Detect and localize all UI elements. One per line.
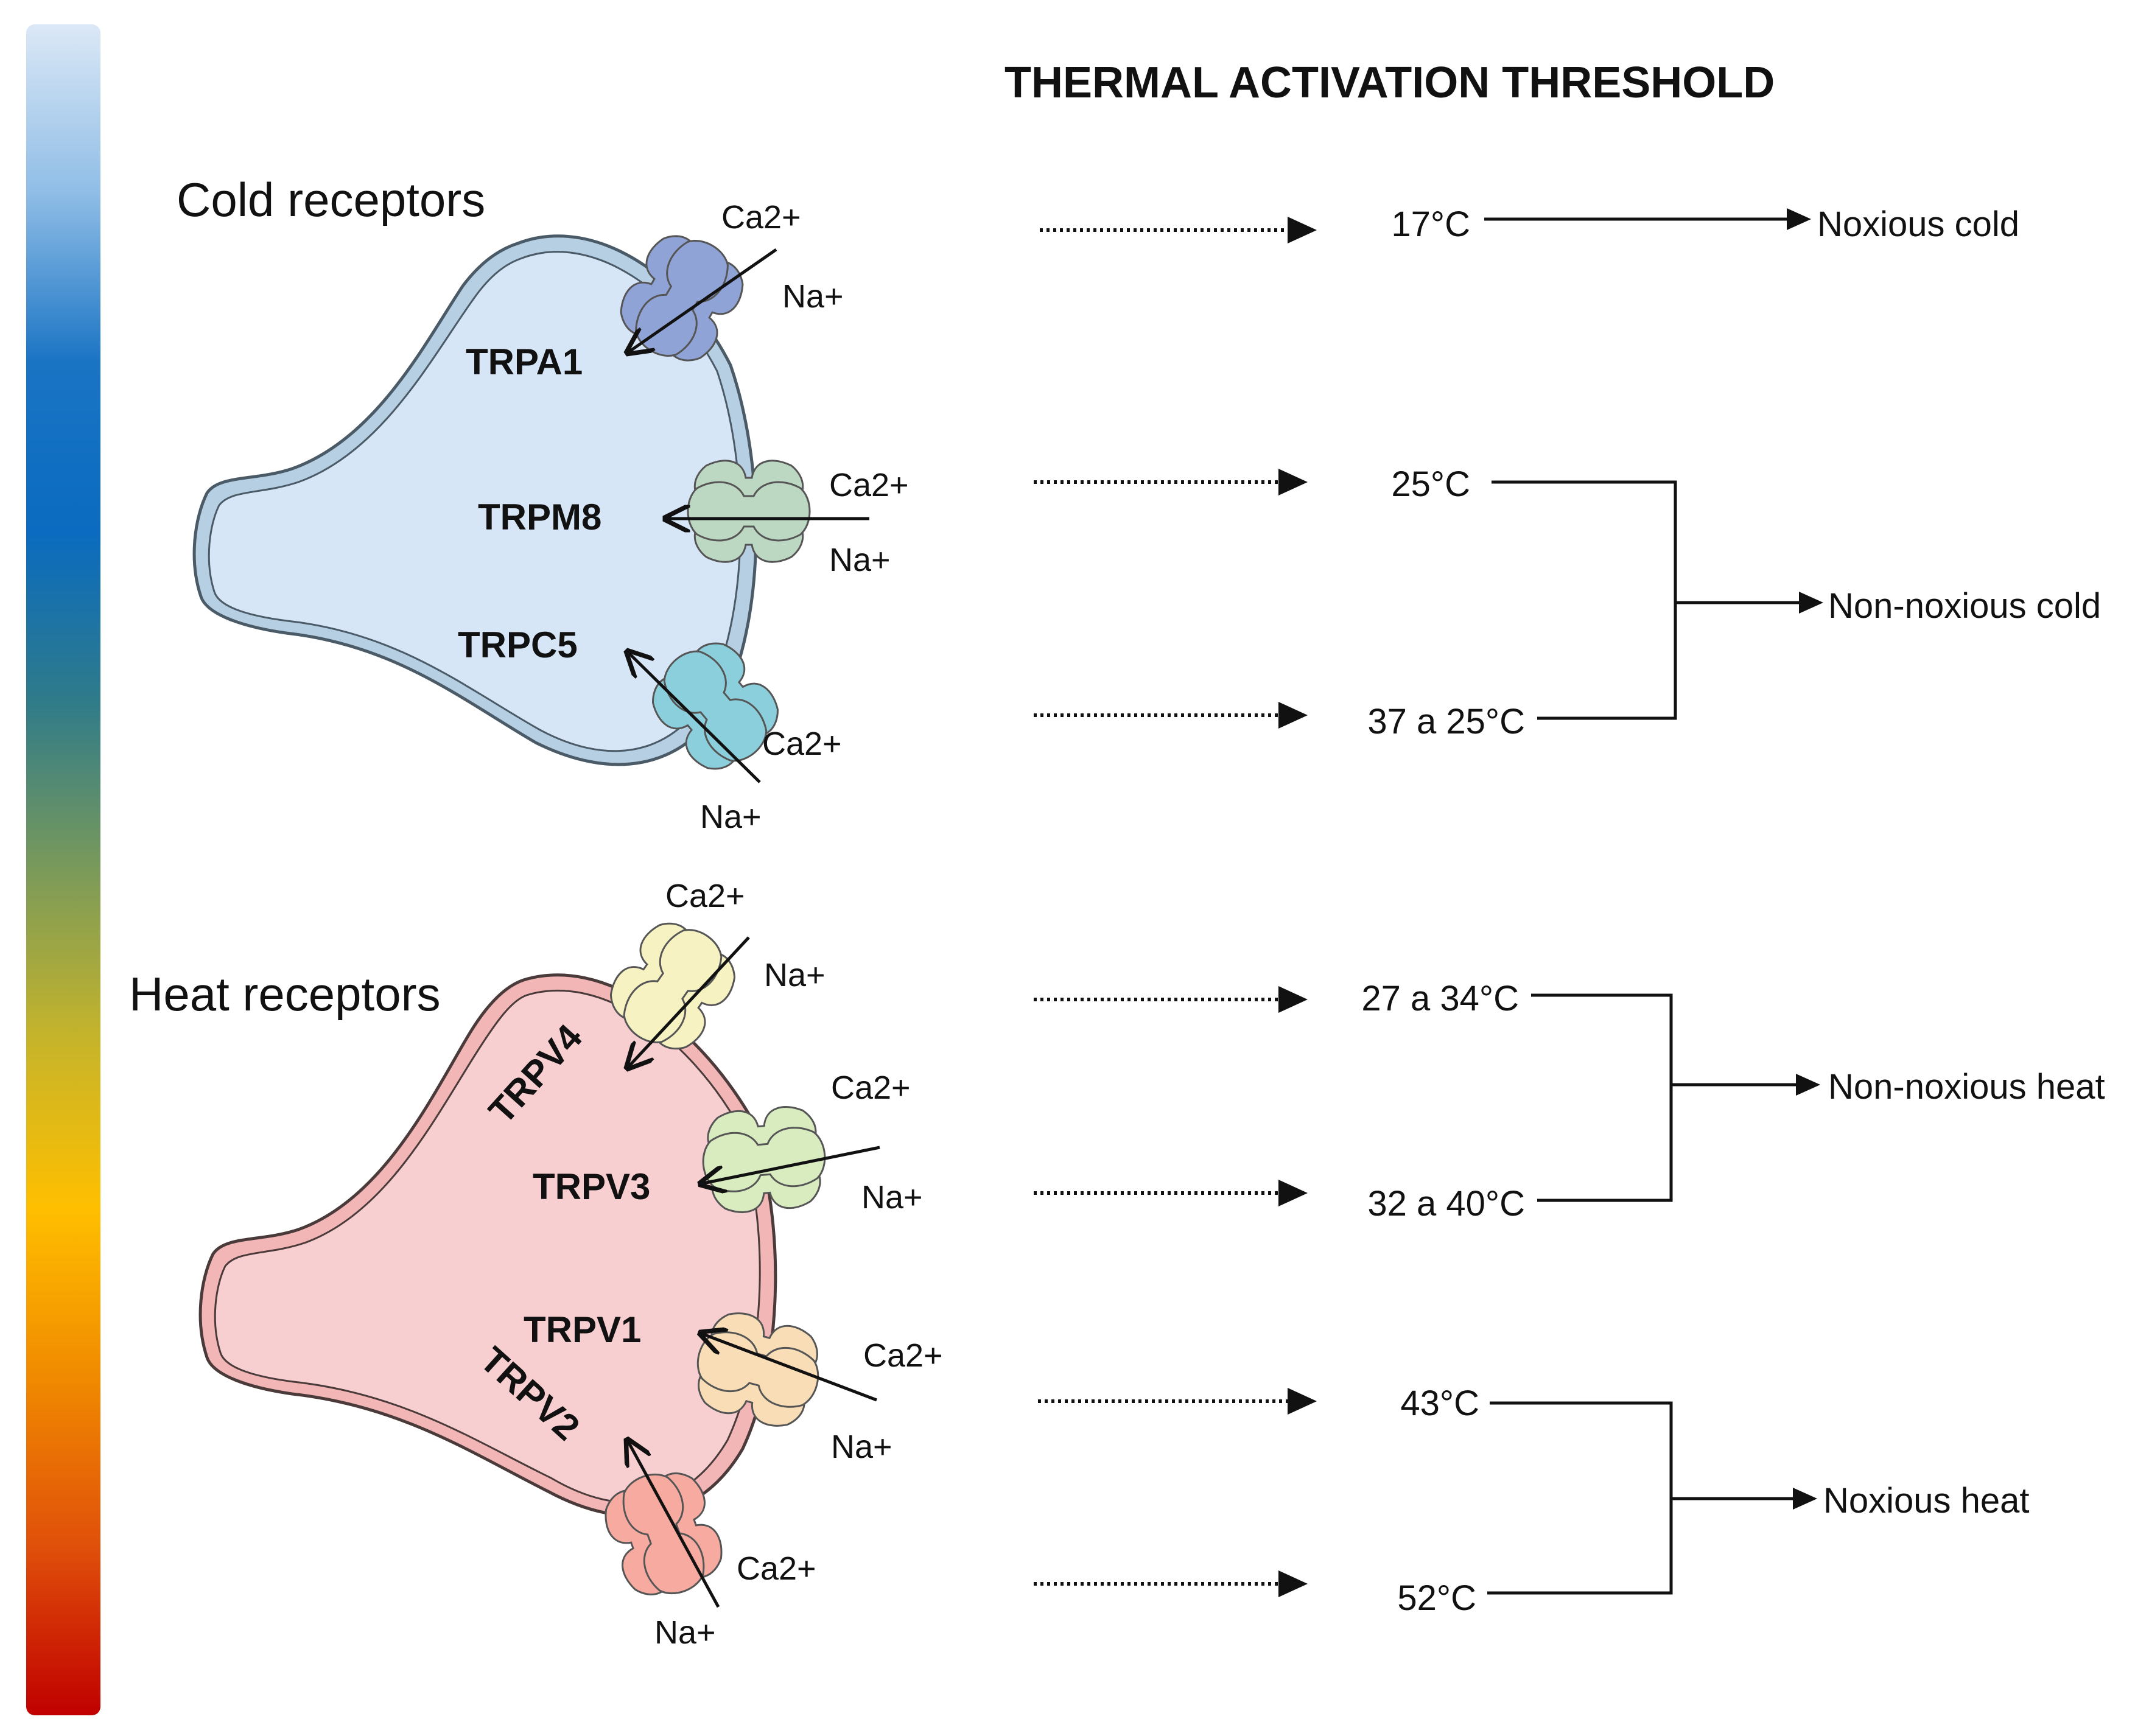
trpc5-ion-bottom: Na+ — [700, 799, 762, 835]
temperature-gradient-bar — [26, 24, 100, 1715]
trpv4-ion-bottom: Na+ — [764, 957, 826, 993]
arrowhead-noxious-heat — [1793, 1488, 1817, 1510]
threshold-trpc5: 37 a 25°C — [1367, 702, 1525, 741]
trpv4-ion-arrow — [627, 936, 750, 1068]
diagram-title: THERMAL ACTIVATION THRESHOLD — [1004, 58, 1775, 107]
trpm8-channel — [687, 460, 811, 563]
category-non-noxious-cold: Non-noxious cold — [1828, 586, 2101, 626]
arrowhead-non-noxious-heat — [1796, 1074, 1820, 1096]
trpc5-ion-top: Ca2+ — [762, 726, 842, 762]
trpa1-ion-bottom: Na+ — [782, 278, 844, 315]
trpc5-ion-arrow — [627, 651, 761, 783]
trpv4-ion-top: Ca2+ — [665, 878, 745, 914]
category-noxious-cold: Noxious cold — [1817, 205, 2019, 244]
dotted-arrow-head — [1278, 1570, 1308, 1597]
dotted-arrows — [1034, 217, 1317, 1597]
cold-receptor-cell — [192, 234, 758, 766]
bracket-noxious-heat — [1487, 1401, 1793, 1595]
arrowhead-noxious-cold — [1787, 208, 1811, 230]
category-non-noxious-heat: Non-noxious heat — [1828, 1067, 2105, 1107]
threshold-trpa1: 17°C — [1391, 205, 1470, 244]
heat-receptors-label: Heat receptors — [129, 967, 441, 1021]
trpv3-label: TRPV3 — [533, 1166, 650, 1207]
trpv1-channel — [696, 1312, 819, 1427]
dotted-arrow-head — [1288, 217, 1317, 243]
cold-receptors-label: Cold receptors — [177, 173, 485, 226]
dotted-arrow-head — [1278, 1180, 1308, 1206]
bracket-connectors — [1484, 208, 1823, 1595]
trpv1-ion-arrow — [700, 1333, 877, 1402]
dotted-arrow-head — [1288, 1388, 1317, 1415]
heat-receptor-cell — [198, 973, 777, 1517]
trpm8-ion-bottom: Na+ — [829, 542, 891, 578]
trpa1-label: TRPA1 — [466, 341, 583, 382]
trpv1-ion-bottom: Na+ — [831, 1429, 892, 1465]
trpm8-ion-top: Ca2+ — [829, 467, 909, 503]
arrowhead-non-noxious-cold — [1799, 592, 1823, 614]
trpv4-channel — [609, 922, 736, 1050]
threshold-trpv3: 32 a 40°C — [1367, 1184, 1525, 1223]
trpv1-ion-top: Ca2+ — [863, 1337, 943, 1374]
threshold-trpv1: 43°C — [1400, 1384, 1479, 1423]
category-labels: Noxious cold Non-noxious cold Non-noxiou… — [1817, 205, 2105, 1521]
trpa1-ion-arrow — [627, 248, 777, 353]
category-noxious-heat: Noxious heat — [1823, 1481, 2030, 1521]
trpv3-ion-arrow — [700, 1146, 880, 1184]
trpc5-label: TRPC5 — [458, 625, 578, 665]
trpv2-ion-arrow — [627, 1440, 720, 1608]
trpv1-label: TRPV1 — [524, 1309, 641, 1350]
threshold-labels: 17°C 25°C 37 a 25°C 27 a 34°C 32 a 40°C … — [1361, 205, 1525, 1618]
trpa1-ion-top: Ca2+ — [721, 199, 801, 236]
threshold-trpv2: 52°C — [1397, 1578, 1476, 1618]
trpv3-ion-top: Ca2+ — [831, 1069, 911, 1106]
trpm8-label: TRPM8 — [478, 497, 601, 537]
dotted-arrow-head — [1278, 469, 1308, 495]
threshold-trpv4: 27 a 34°C — [1361, 979, 1519, 1018]
dotted-arrow-head — [1278, 986, 1308, 1013]
bracket-non-noxious-cold — [1492, 480, 1799, 720]
trpv2-channel — [605, 1472, 723, 1595]
threshold-trpm8: 25°C — [1391, 464, 1470, 504]
trpv3-ion-bottom: Na+ — [861, 1179, 923, 1216]
trpv2-ion-top: Ca2+ — [737, 1550, 816, 1587]
dotted-arrow-head — [1278, 702, 1308, 729]
bracket-non-noxious-heat — [1531, 993, 1796, 1202]
trpv2-ion-bottom: Na+ — [654, 1614, 716, 1651]
